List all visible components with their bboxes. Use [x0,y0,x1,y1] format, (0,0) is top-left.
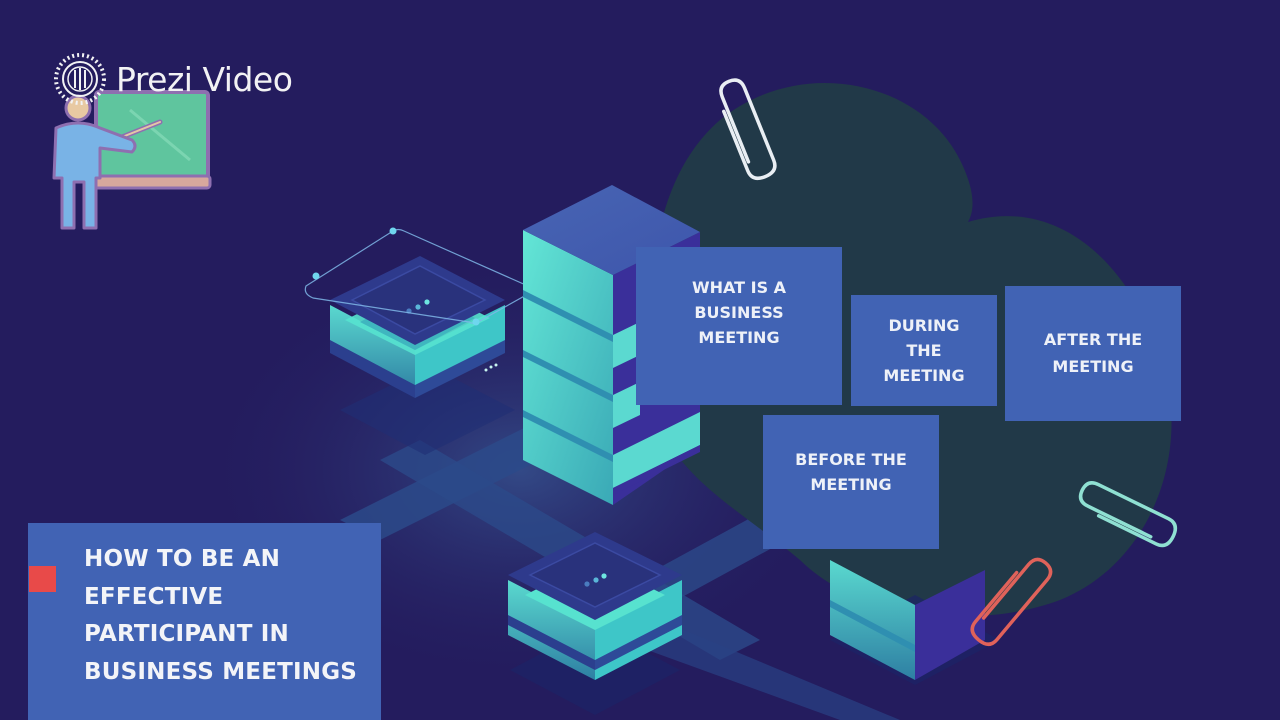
title-line: EFFECTIVE [84,583,224,610]
prezi-video-logo: Prezi Video [116,60,293,99]
topic-line: MEETING [698,327,780,347]
presenter-at-board-icon [52,90,212,230]
prezi-logo-icon [54,53,106,105]
topic-card-what-is-a-business-meeting[interactable]: WHAT IS A BUSINESS MEETING [636,247,842,405]
topic-card-before-the-meeting[interactable]: BEFORE THE MEETING [763,415,939,549]
topic-line: THE [906,341,942,360]
topic-line: MEETING [1052,357,1134,376]
server-box-left [330,256,515,455]
logo-text: Prezi Video [116,60,293,99]
topic-card-after-the-meeting[interactable]: AFTER THE MEETING [1005,286,1181,421]
topic-line: DURING [888,316,960,335]
server-box-bottom [508,532,682,715]
title-line: BUSINESS MEETINGS [84,658,358,685]
paperclip-teal-icon [1078,481,1178,548]
title-card[interactable] [28,523,381,720]
red-accent-marker [29,566,56,592]
paperclip-red-icon [970,557,1053,646]
topic-line: BUSINESS [694,302,784,322]
presentation-title: HOW TO BE AN EFFECTIVE PARTICIPANT IN BU… [84,541,357,691]
title-line: HOW TO BE AN [84,546,281,572]
topic-card-during-the-meeting[interactable]: DURING THE MEETING [851,295,997,406]
topic-line: MEETING [810,475,892,494]
server-box-right [830,560,1000,685]
topic-line: MEETING [883,366,965,385]
paperclip-white-icon [719,78,777,181]
topic-line: BEFORE THE [795,450,907,469]
topic-line: AFTER THE [1043,330,1143,349]
title-line: PARTICIPANT IN [84,621,290,647]
topic-line: WHAT IS A [691,277,787,297]
